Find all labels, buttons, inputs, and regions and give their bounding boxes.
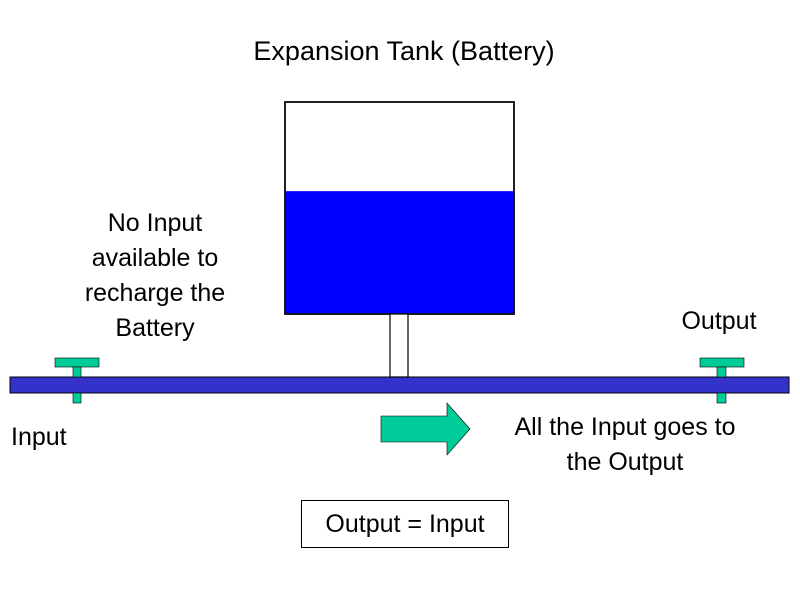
flow-note-line-1: All the Input goes to <box>514 413 736 441</box>
diagram-title: Expansion Tank (Battery) <box>253 36 555 66</box>
equation-box: Output = Input <box>301 500 509 548</box>
tank-stem <box>389 313 409 378</box>
flow-note: All the Input goes to the Output <box>470 410 780 480</box>
main-pipe <box>9 376 790 394</box>
no-input-line-1: No Input <box>107 209 203 237</box>
input-valve-icon <box>54 357 100 404</box>
no-input-note: No Input available to recharge the Batte… <box>60 206 250 346</box>
output-label: Output <box>681 307 757 335</box>
equation-text: Output = Input <box>325 509 485 538</box>
output-valve-icon <box>699 357 745 404</box>
no-input-line-2: available to <box>91 244 219 272</box>
tank-water <box>285 191 514 314</box>
no-input-line-3: recharge the <box>84 279 226 307</box>
no-input-line-4: Battery <box>115 314 195 342</box>
input-label: Input <box>11 423 67 451</box>
flow-note-line-2: the Output <box>566 448 684 476</box>
right-arrow-icon <box>380 402 471 456</box>
